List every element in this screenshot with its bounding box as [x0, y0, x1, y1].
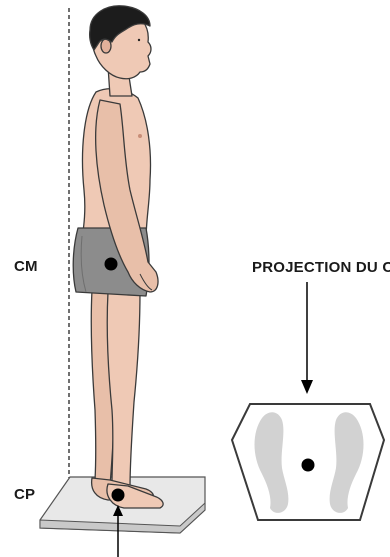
- center-of-pressure-dot: [112, 489, 125, 502]
- projection-arrow: [301, 282, 313, 394]
- projection-label: PROJECTION DU CG: [252, 259, 390, 276]
- center-of-mass-dot: [105, 258, 118, 271]
- projected-cg-dot: [302, 459, 315, 472]
- human-figure: [73, 6, 163, 508]
- base-of-support: [232, 404, 384, 520]
- cp-label: CP: [14, 486, 35, 503]
- front-leg: [107, 292, 140, 488]
- cm-label: CM: [14, 258, 38, 275]
